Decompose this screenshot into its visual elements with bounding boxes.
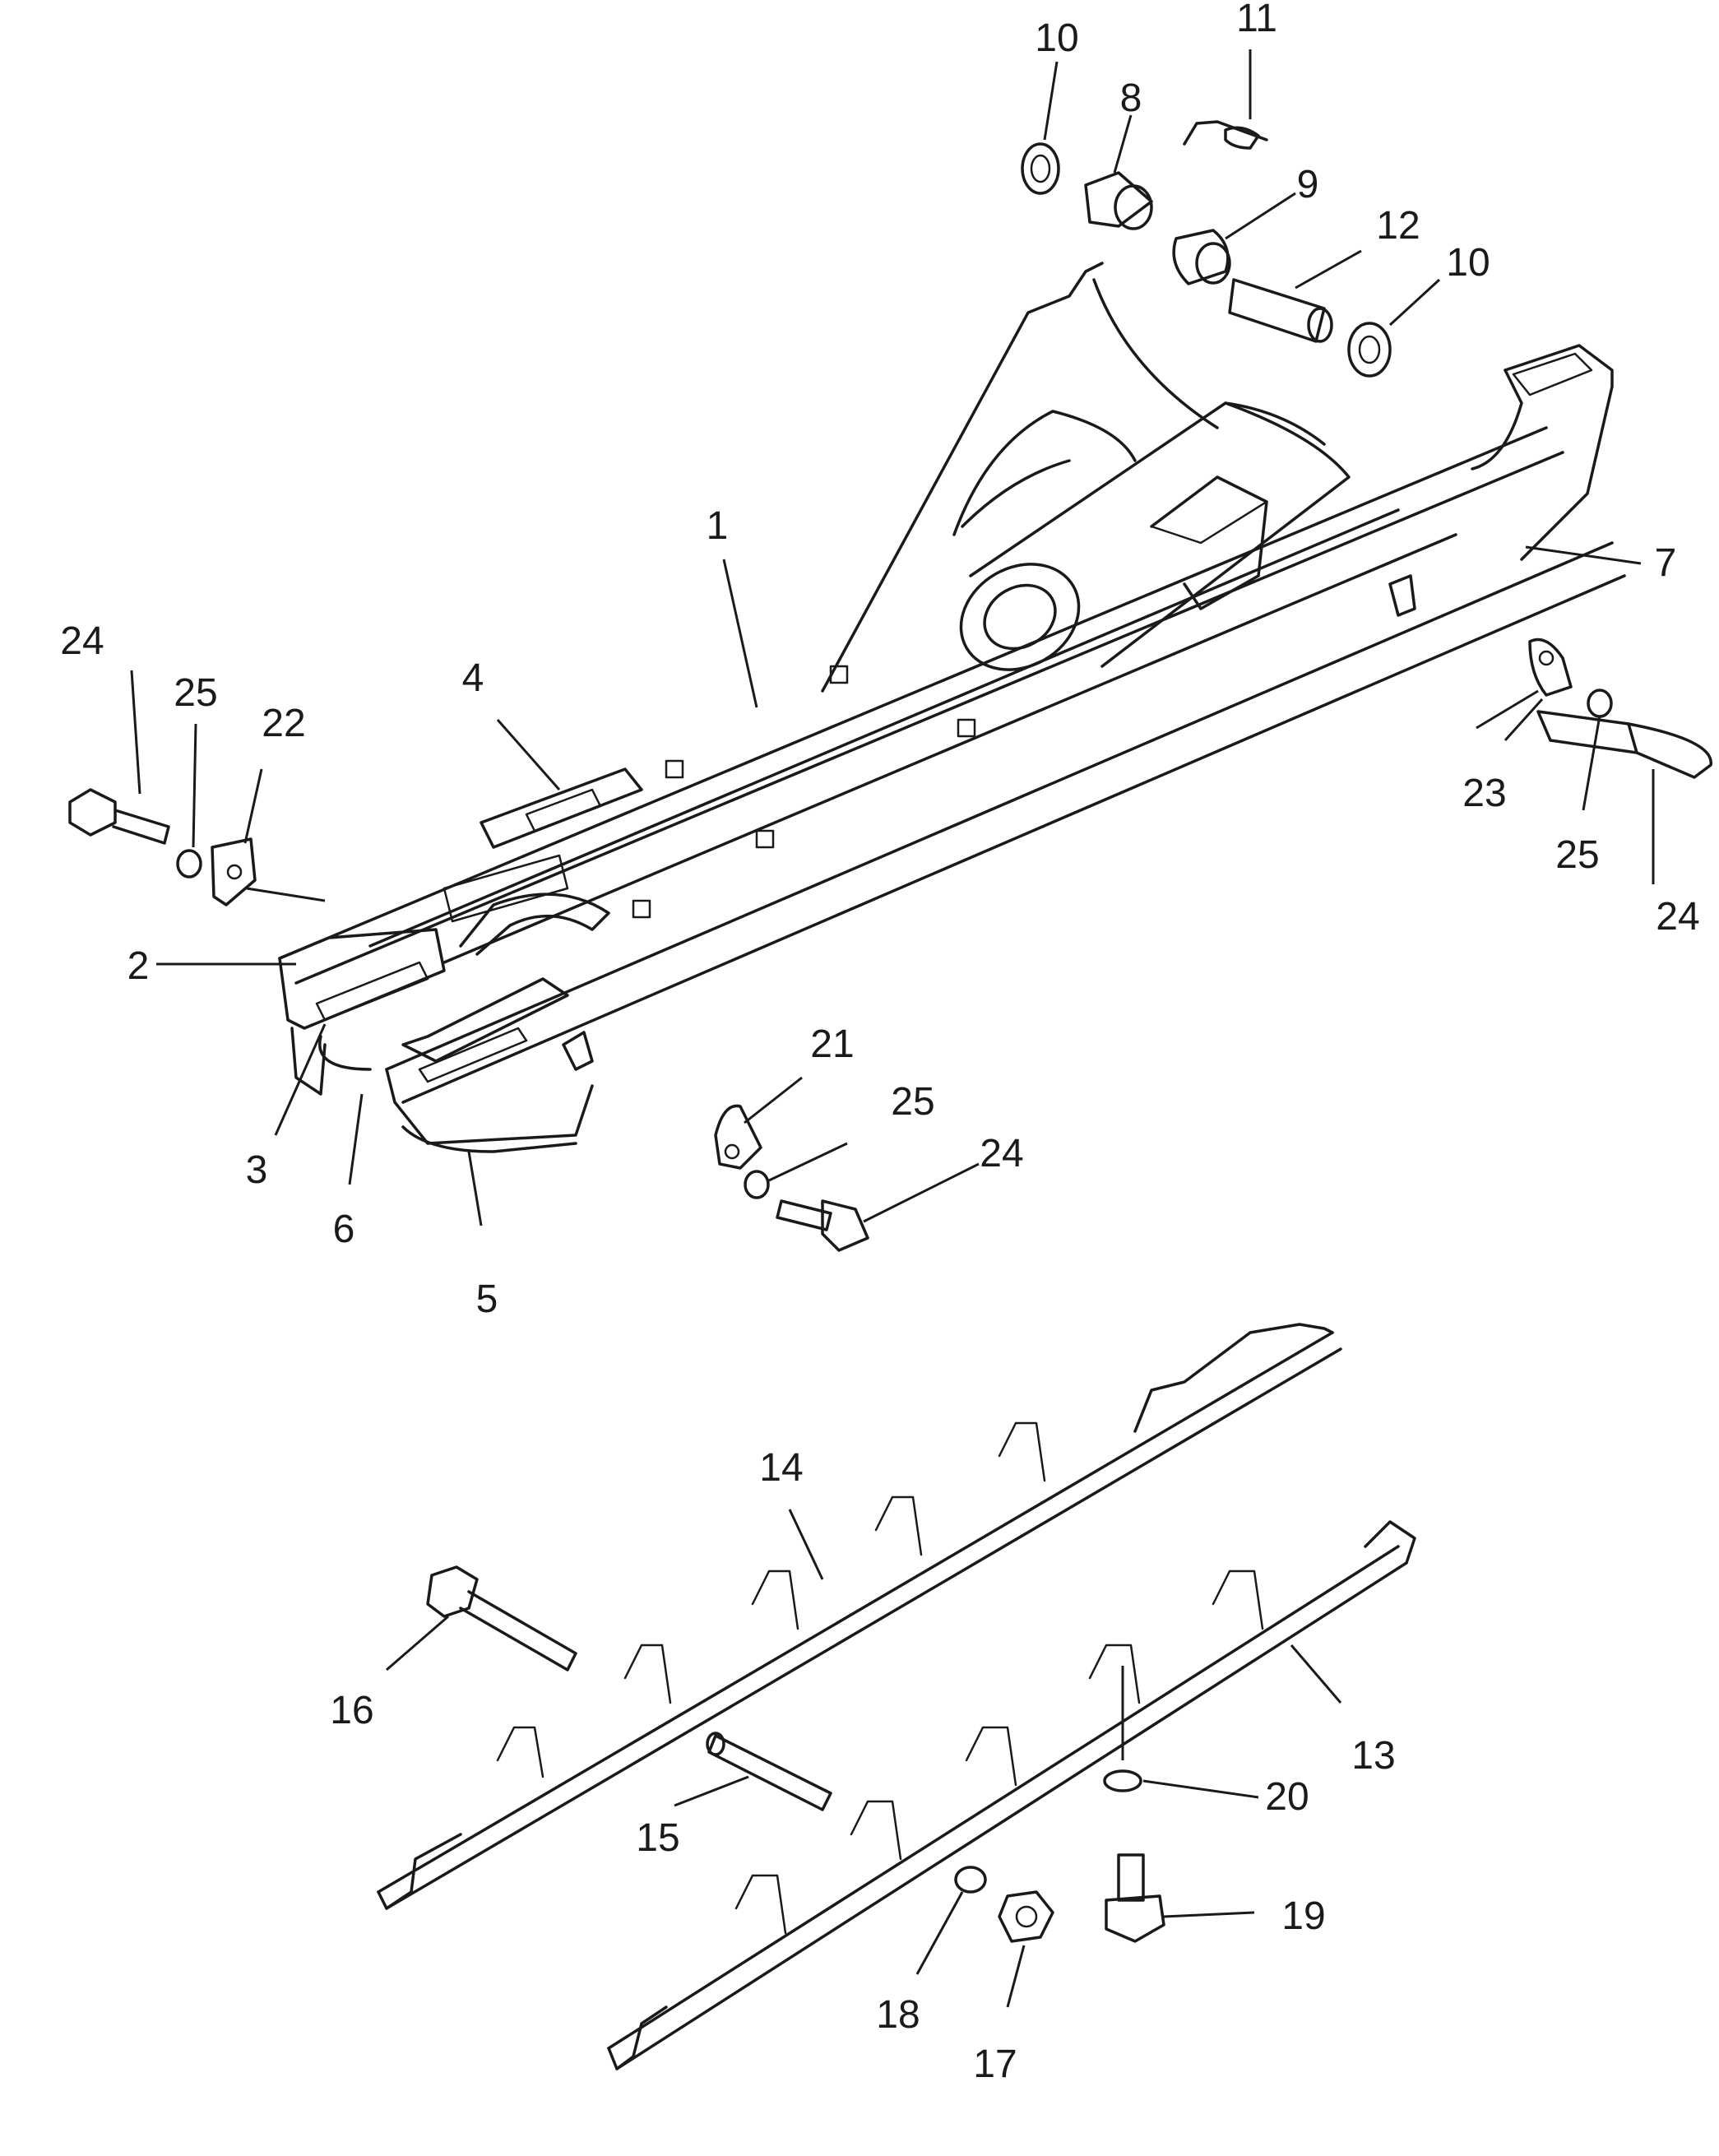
callout-20: 20 [1265, 1775, 1309, 1819]
callout-3: 3 [246, 1148, 268, 1192]
callout-10-upper: 10 [1035, 16, 1078, 60]
callout-17: 17 [973, 2042, 1017, 2086]
callout-25-middle: 25 [891, 1080, 934, 1124]
callout-25-left: 25 [174, 671, 217, 715]
callout-19: 19 [1281, 1894, 1325, 1938]
callout-13: 13 [1351, 1734, 1395, 1778]
track-guards [377, 1323, 1416, 2070]
part-11-grease-fitting [1224, 126, 1260, 150]
callout-10-lower: 10 [1446, 241, 1490, 285]
callout-23: 23 [1462, 772, 1506, 815]
callout-9: 9 [1297, 163, 1319, 206]
callout-6: 6 [333, 1208, 355, 1251]
callout-1: 1 [707, 504, 729, 548]
callout-15: 15 [636, 1816, 679, 1860]
callout-21: 21 [810, 1022, 854, 1066]
hardware [68, 638, 1712, 1252]
callout-24-middle: 24 [980, 1132, 1023, 1175]
callout-labels: 1 2 3 4 5 6 7 8 9 10 10 11 12 13 14 15 1… [60, 0, 1699, 2086]
callout-24-left: 24 [60, 619, 104, 663]
part-8-bracket [1084, 171, 1153, 228]
part-10-lower-seal [1347, 322, 1392, 378]
leader-lines [130, 49, 1655, 2008]
part-9-bushing [1172, 229, 1230, 285]
callout-24-right: 24 [1656, 895, 1699, 939]
callout-11: 11 [1236, 0, 1277, 40]
callout-14: 14 [759, 1446, 803, 1490]
part-10-upper-seal [1021, 142, 1060, 195]
callout-7: 7 [1655, 541, 1677, 585]
pivot-parts [1021, 120, 1392, 378]
callout-18: 18 [876, 1993, 920, 2037]
callout-4: 4 [462, 656, 484, 700]
callout-22: 22 [262, 702, 305, 745]
callout-12: 12 [1376, 204, 1420, 248]
callout-25-right: 25 [1555, 833, 1599, 877]
callout-8: 8 [1120, 77, 1142, 120]
callout-5: 5 [476, 1277, 498, 1321]
track-frame [278, 262, 1626, 1153]
callout-2: 2 [127, 944, 150, 988]
callout-16: 16 [330, 1689, 373, 1732]
